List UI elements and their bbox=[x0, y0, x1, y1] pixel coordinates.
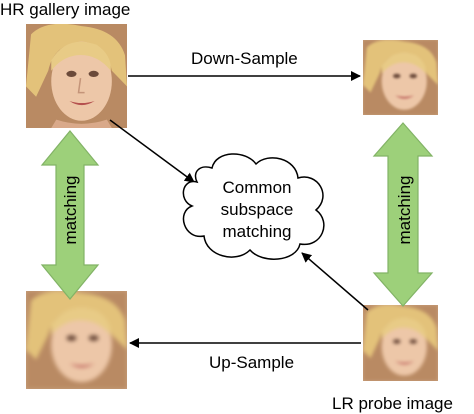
lr-probe-image-label: LR probe image bbox=[332, 394, 453, 413]
common-label-line1: Common bbox=[222, 178, 292, 197]
matching-right-label: matching bbox=[395, 175, 414, 245]
lr-probe-face-image bbox=[363, 305, 438, 381]
up-sample-label: Up-Sample bbox=[209, 353, 295, 372]
down-sample-label: Down-Sample bbox=[191, 49, 298, 68]
lr-to-subspace-arrow bbox=[301, 252, 369, 311]
common-label-line2: subspace bbox=[220, 200, 294, 219]
upsampled-face-image bbox=[26, 291, 127, 389]
hr-gallery-face-image bbox=[26, 24, 127, 128]
downsampled-face-image bbox=[363, 40, 438, 115]
matching-left-label: matching bbox=[61, 175, 80, 245]
hr-to-subspace-arrow bbox=[109, 119, 195, 183]
common-subspace-matching-label: Common subspace matching bbox=[200, 177, 314, 243]
hr-gallery-image-label: HR gallery image bbox=[0, 0, 131, 19]
common-label-line3: matching bbox=[222, 222, 292, 241]
